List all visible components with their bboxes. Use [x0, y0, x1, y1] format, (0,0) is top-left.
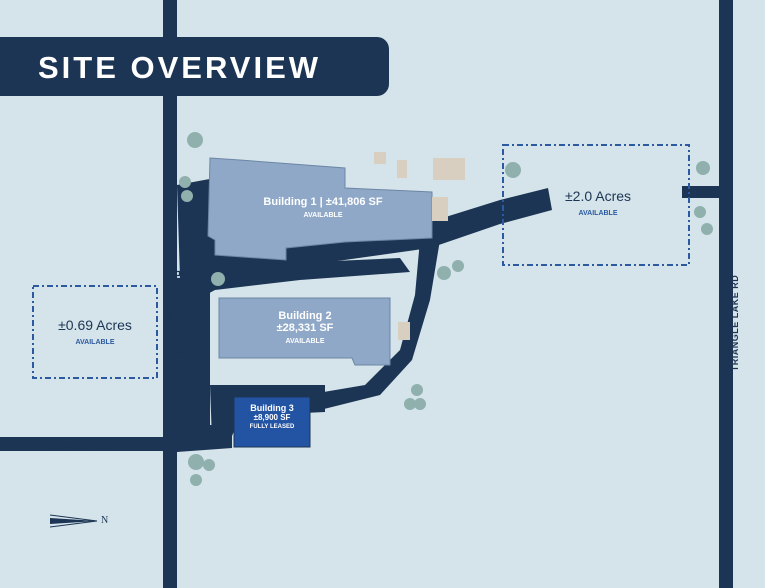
parcel-069-acres-status: AVAILABLE [75, 339, 115, 346]
tree [404, 398, 416, 410]
shed-4 [432, 197, 448, 221]
parcel-2-acres-label: ±2.0 Acres AVAILABLE [538, 188, 658, 217]
shed-5 [398, 322, 410, 340]
building-3-name: Building 3 [250, 403, 294, 413]
building-1-name: Building 1 [263, 196, 317, 208]
entrance-drive [177, 425, 232, 452]
tree [694, 206, 706, 218]
building-1-area: ±41,806 SF [325, 196, 383, 208]
parcel-069-acres-size: ±0.69 Acres [58, 317, 132, 333]
tree [190, 474, 202, 486]
building-2-name: Building 2 [278, 310, 332, 322]
parcel-2-acres-status: AVAILABLE [578, 210, 618, 217]
randall-street-label: RANDALL ST [50, 443, 113, 453]
building-3-area: ±8,900 SF [253, 413, 291, 422]
tree [411, 384, 423, 396]
parcel-2-acres-outline [502, 144, 690, 266]
shed-1 [374, 152, 386, 164]
shed-3 [433, 158, 465, 180]
tree [452, 260, 464, 272]
west-drive [177, 278, 210, 448]
building-2-status: AVAILABLE [285, 338, 325, 345]
randall-street [0, 437, 170, 451]
east-drive [300, 240, 440, 410]
building-3-footprint [233, 396, 311, 448]
title-banner [0, 37, 389, 96]
tree [696, 161, 710, 175]
building-3-status: FULLY LEASED [249, 424, 295, 430]
parcel-069-acres-outline [32, 285, 158, 379]
building-2-area: ±28,331 SF [276, 322, 334, 334]
building-2-label: Building 2 ±28,331 SF AVAILABLE [255, 310, 355, 345]
tree [203, 459, 215, 471]
tree [414, 398, 426, 410]
east-drive-stub [682, 186, 719, 198]
tree [211, 272, 225, 286]
triangle-lake-road [719, 0, 733, 588]
building-1-status: AVAILABLE [303, 212, 343, 219]
building-3-label: Building 3 ±8,900 SF FULLY LEASED [236, 403, 308, 430]
tree [437, 266, 451, 280]
building-1-label: Building 1 | ±41,806 SF AVAILABLE [255, 196, 391, 219]
hickory-chapel-road-label: HICKORY CHAPEL RD [164, 270, 184, 358]
building-1-footprint [207, 157, 433, 261]
tree [187, 132, 203, 148]
tree [181, 190, 193, 202]
north-label: N [101, 515, 109, 526]
shed-2 [397, 160, 407, 178]
tree [701, 223, 713, 235]
tree [179, 176, 191, 188]
tree [505, 162, 521, 178]
building-2-footprint [218, 297, 391, 366]
triangle-lake-road-label: TRIANGLE LAKE RD [730, 274, 740, 372]
north-arrow-icon [49, 514, 98, 528]
middle-drive [180, 258, 410, 298]
tree [188, 454, 204, 470]
parcel-2-acres-size: ±2.0 Acres [564, 188, 632, 204]
parcel-069-acres-label: ±0.69 Acres AVAILABLE [40, 317, 150, 346]
page-title: SITE OVERVIEW [38, 50, 322, 85]
